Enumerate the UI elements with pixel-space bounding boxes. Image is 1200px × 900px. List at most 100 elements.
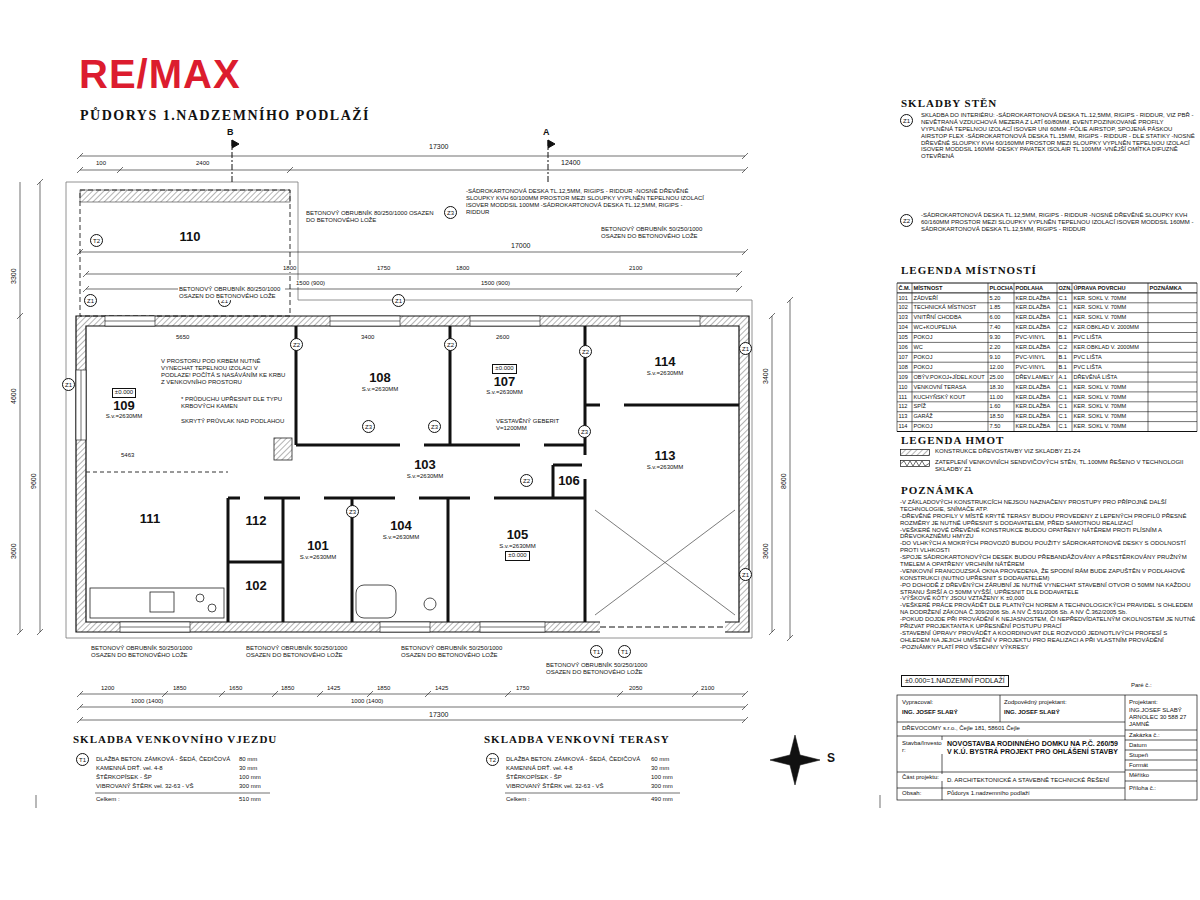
room-box: 110 [150,222,230,252]
garage-door [595,510,735,633]
room-height: S.v.=2630MM [362,386,399,393]
table-cell: OZN. [1059,285,1072,291]
table-cell: A.1 [1059,374,1067,380]
table-cell: POKOJ [914,334,933,340]
dimension-line [17,153,793,723]
door-opening [600,402,624,408]
layer-text: 300 mm [650,783,674,790]
table-cell: KER.DLAŽBA [1016,314,1051,320]
legend-text: KONSTRUKCE DŘEVOSTAVBY VIZ SKLADBY Z1-Z4 [935,448,1190,455]
legend-item: ZATEPLENÍ VENKOVNÍCH SENDVIČOVÝCH STĚN, … [900,459,1190,473]
dimension-line [80,156,745,157]
room-table-grid [897,283,1197,284]
table-cell: KER. SOKL V. 70MM [1074,423,1127,429]
layer-text: 80 mm [238,756,258,763]
fixture [90,438,436,618]
title-block-frame [897,772,1125,773]
dimension: 3300 [10,267,18,285]
note-text: BETONOVÝ OBRUBNÍK 80/250/1000 OSAZEN DO … [178,286,285,300]
table-cell: C.1 [1059,403,1068,409]
door-opening [395,495,419,501]
callout-number: Z3 [428,420,441,433]
room-box: 106 [555,469,583,493]
table-cell: KER. SOKL V. 70MM [1074,394,1127,400]
room-box: 108S.v.=2630MM [335,362,425,402]
room-table-grid [897,372,1197,373]
fixture [356,585,396,618]
title-block-frame [897,736,1125,737]
table-cell: MÍSTNOST [914,285,943,291]
note-text: -VENKOVNÍ FRANCOUZSKÁ OKNA PROVEDENA, ŽE… [900,568,1196,582]
fixture [274,438,292,460]
legend-item: KONSTRUKCE DŘEVOSTAVBY VIZ SKLADBY Z1-Z4 [900,448,1190,456]
fixture [150,592,174,612]
room-height: S.v.=2630MM [407,473,444,480]
table-cell: KER.DLAŽBA [1016,295,1051,301]
table-cell: 105 [899,334,908,340]
note-text: -V ZÁKLADOVÝCH KONSTRUKCÍCH NEJSOU NAZNA… [900,499,1196,513]
section-marker [232,140,239,148]
dimension: 3400 [762,367,770,385]
layer-text: Celkem : [95,796,121,803]
dimension: 1750 [515,685,530,692]
compass-star [770,735,820,785]
legend-sample [901,461,930,467]
title-block-frame [897,722,1125,723]
room-box: 102 [231,575,281,597]
room-table-grid [897,401,1197,402]
room-box: 104S.v.=2630MM [360,512,442,548]
room-number: 108 [369,371,391,385]
table-cell: DŘEVĚNÁ LIŠTA [1074,374,1118,380]
dimension: 1000 (1400) [350,698,384,705]
dimension: 2100 [700,685,715,692]
table-cell: PODLAHA [1016,285,1044,291]
legend-sample [900,449,930,456]
layer-text: 100 mm [238,774,262,781]
room-height: S.v.=2630MM [300,554,337,561]
garage-door [595,510,735,615]
window [480,627,545,628]
table-cell: C.1 [1059,304,1068,310]
dimension: 3400 [360,334,375,341]
dimension-line [86,274,739,275]
table-cell: PVC LIŠTA [1074,334,1102,340]
title-block-frame [1125,781,1197,782]
callout-number: Z1 [739,568,752,581]
table-cell: 18.30 [990,384,1004,390]
title-block-frame [897,695,1197,800]
room-table-grid [897,382,1197,383]
table-cell: 110 [899,384,908,390]
callout-number: Z3 [578,425,591,438]
window [330,321,400,322]
room-number: 102 [245,579,267,593]
dimension: 1500 (900) [480,280,511,287]
title-block-text: Zakázka č.: [1128,732,1161,739]
room-height: S.v.=2630MM [499,543,536,550]
layer-text: Celkem : [505,796,531,803]
table-cell: KER. SOKL V. 70MM [1074,314,1127,320]
table-cell: PVC-VINYL [1016,334,1046,340]
callout-number: Z1 [84,294,97,307]
room-table-grid [1148,283,1149,432]
layer-text: 300 mm [238,783,262,790]
room-box: 103S.v.=2630MM [380,452,470,486]
fixture [208,604,216,612]
window [380,622,430,632]
title-block-text: D. ARCHITEKTONICKÉ A STAVEBNĚ TECHNICKÉ … [946,777,1110,784]
room-number: 113 [655,449,676,463]
table-cell: POZNÁMKA [1150,285,1182,291]
note-text: -VEŠKERÉ PRÁCE PROVÁDĚT DLE PLATNÝCH NOR… [900,602,1196,616]
note-text: V PROSTORU POD KRBEM NUTNÉ VYNECHAT TEPE… [160,358,287,386]
dimension: 1850 [280,685,295,692]
door-opening [582,455,588,479]
note-text: BETONOVÝ OBRUBNÍK 50/250/1000 OSAZEN DO … [245,645,367,659]
dimension: 1850 [376,685,391,692]
note-text: VESTAVĚNÝ GEBERIT V=1200MM [495,418,572,432]
table-cell: 102 [899,304,908,310]
table-cell: 1.85 [990,304,1001,310]
window [76,316,700,632]
room-table-grid [897,362,1197,363]
table-cell: KER.DLAŽBA [1016,403,1051,409]
dimension-line [40,182,41,632]
table-cell: C.1 [1059,314,1068,320]
